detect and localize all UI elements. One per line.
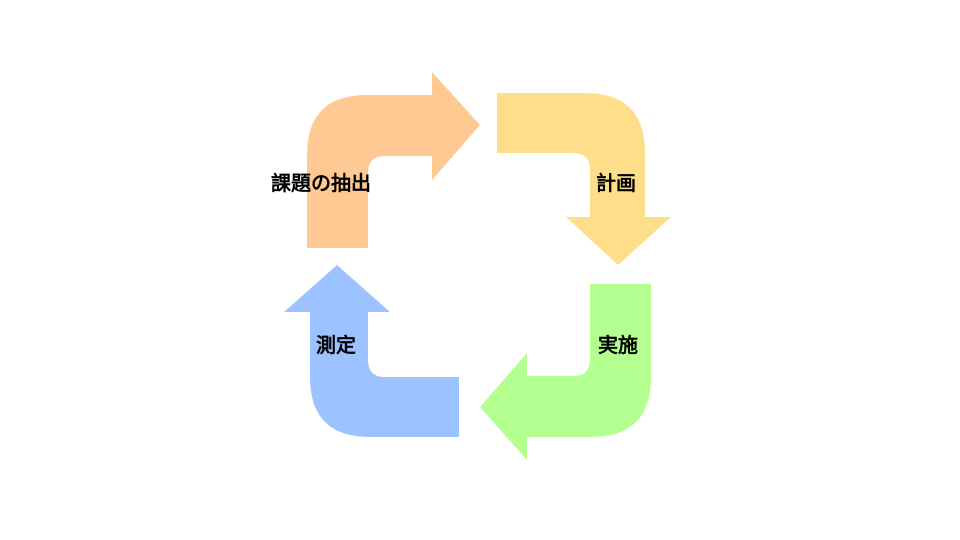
cycle-arrow-problem (307, 72, 480, 248)
cycle-arrow-measure (284, 265, 459, 437)
cycle-label-measure: 測定 (316, 333, 356, 357)
cycle-label-problem: 課題の抽出 (271, 171, 371, 195)
cycle-label-do: 実施 (598, 333, 638, 357)
cycle-arrow-plan (497, 93, 671, 265)
cycle-label-plan: 計画 (596, 171, 636, 195)
cycle-arrow-do (480, 284, 651, 460)
